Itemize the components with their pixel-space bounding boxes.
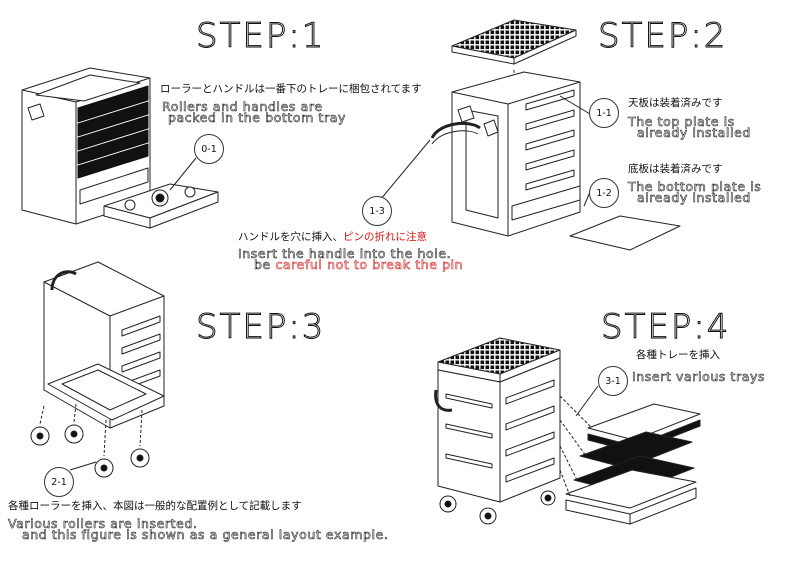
step3-callout: 2-1 <box>44 467 74 497</box>
step1-en-line2: packed in the bottom tray <box>168 110 346 125</box>
step1-callout: 0-1 <box>194 134 224 164</box>
step3-en-line2: and this figure is shown as a general la… <box>22 527 389 542</box>
step2-handle-en1: Insert the handle into the hole. <box>238 246 452 261</box>
step1-jp-note: ローラーとハンドルは一番下のトレーに梱包されてます <box>160 83 422 95</box>
step2-cabinet-drawing <box>379 19 681 251</box>
step4-en-note: Insert various trays <box>632 369 766 384</box>
step2-callout-1-2: 1-2 <box>589 178 619 208</box>
step4-title: STEP:4 <box>600 307 731 348</box>
step1-en-line1: Rollers and handles are <box>162 99 323 114</box>
step2-handle-en2: be careful not to break the pin <box>254 257 464 272</box>
step4-cabinet-drawing <box>434 337 701 525</box>
step2-top-plate-jp: 天板は装着済みです <box>628 97 723 109</box>
step2-callout-1-3: 1-3 <box>362 196 392 226</box>
step2-top-plate-en2: already installed <box>637 125 751 140</box>
step2-callout-1-1: 1-1 <box>589 98 619 128</box>
step2-handle-jp: ハンドルを穴に挿入、ピンの折れに注意 <box>238 231 427 243</box>
step1-title: STEP:1 <box>195 16 326 57</box>
step4-jp-note: 各種トレーを挿入 <box>636 349 720 361</box>
step2-bottom-plate-en1: The bottom plate is <box>628 179 762 194</box>
step2-top-plate-en1: The top plate is <box>628 114 735 129</box>
step4-callout: 3-1 <box>598 366 628 396</box>
step1-cabinet-drawing <box>21 67 219 229</box>
step3-title: STEP:3 <box>195 307 326 348</box>
step3-cabinet-drawing <box>30 261 165 478</box>
step3-en-line1: Various rollers are inserted. <box>8 516 198 531</box>
step3-jp-note: 各種ローラーを挿入、本図は一般的な配置例として記載します <box>8 500 302 512</box>
step2-bottom-plate-en2: already installed <box>637 190 751 205</box>
step2-title: STEP:2 <box>597 16 728 57</box>
step2-bottom-plate-jp: 底板は装着済みです <box>628 163 723 175</box>
